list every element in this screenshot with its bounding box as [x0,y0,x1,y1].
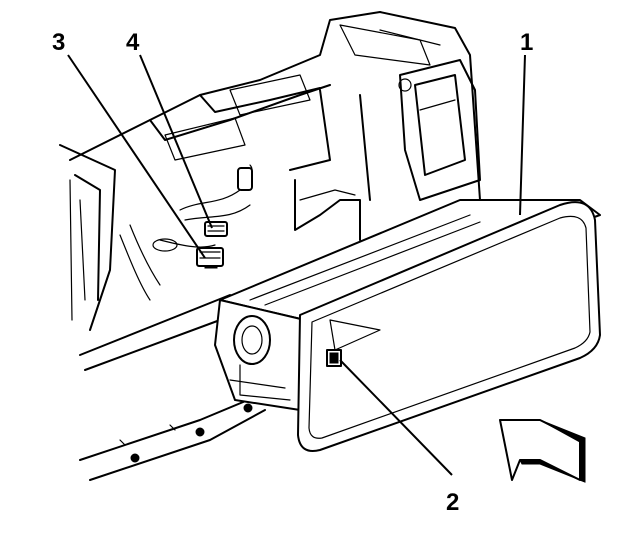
leader-lines [67,54,526,476]
leader-line-4 [139,54,213,229]
direction-arrow [499,419,586,483]
wiring-harness [119,164,253,301]
leader-line-2 [339,359,453,476]
callout-2: 2 [446,489,459,516]
glovebox-assembly [214,199,601,452]
instrument-panel-structure [59,11,481,481]
callout-3: 3 [52,29,65,56]
leader-line-1 [519,54,526,216]
callout-4: 4 [126,29,140,56]
leader-line-3 [67,54,206,259]
connector-3 [196,247,224,267]
connector-4 [204,221,228,237]
callout-1: 1 [520,29,533,56]
